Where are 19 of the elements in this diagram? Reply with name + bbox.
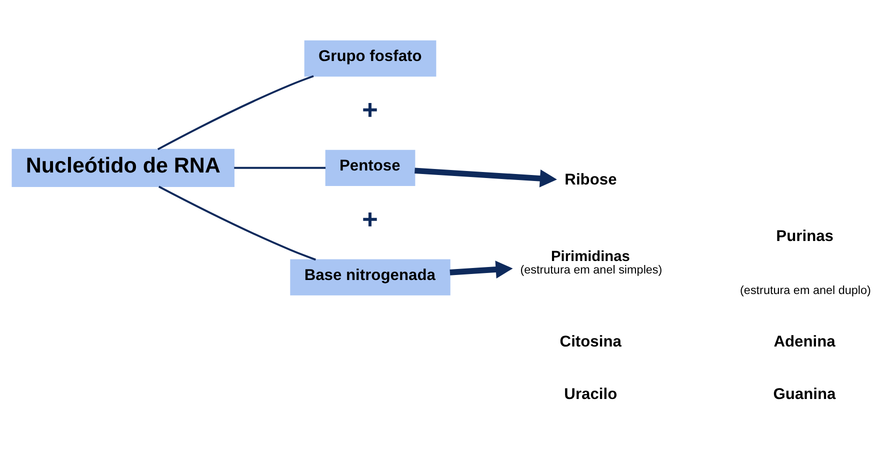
connector bbox=[158, 185, 316, 260]
node-box: Base nitrogenada bbox=[290, 258, 450, 295]
label: Purinas bbox=[776, 227, 834, 244]
connector bbox=[234, 166, 326, 168]
label: Uracilo bbox=[564, 386, 618, 403]
label: Guanina bbox=[773, 386, 836, 403]
node-text: Pirimidinas (estrutura em anel simples) bbox=[520, 248, 662, 276]
label: (estrutura em anel duplo) bbox=[740, 284, 871, 297]
arrow bbox=[414, 167, 557, 187]
node-box: Nucleótido de RNA bbox=[12, 148, 234, 186]
node-text: Ribose bbox=[564, 170, 617, 188]
node-box: Grupo fosfato bbox=[304, 40, 436, 76]
label: + bbox=[362, 93, 378, 124]
label: Citosina bbox=[560, 332, 622, 350]
label: Adenina bbox=[774, 332, 836, 350]
node-box: Pentose bbox=[325, 149, 416, 186]
connector bbox=[157, 74, 314, 150]
arrow bbox=[450, 260, 513, 278]
label: + bbox=[362, 202, 378, 234]
